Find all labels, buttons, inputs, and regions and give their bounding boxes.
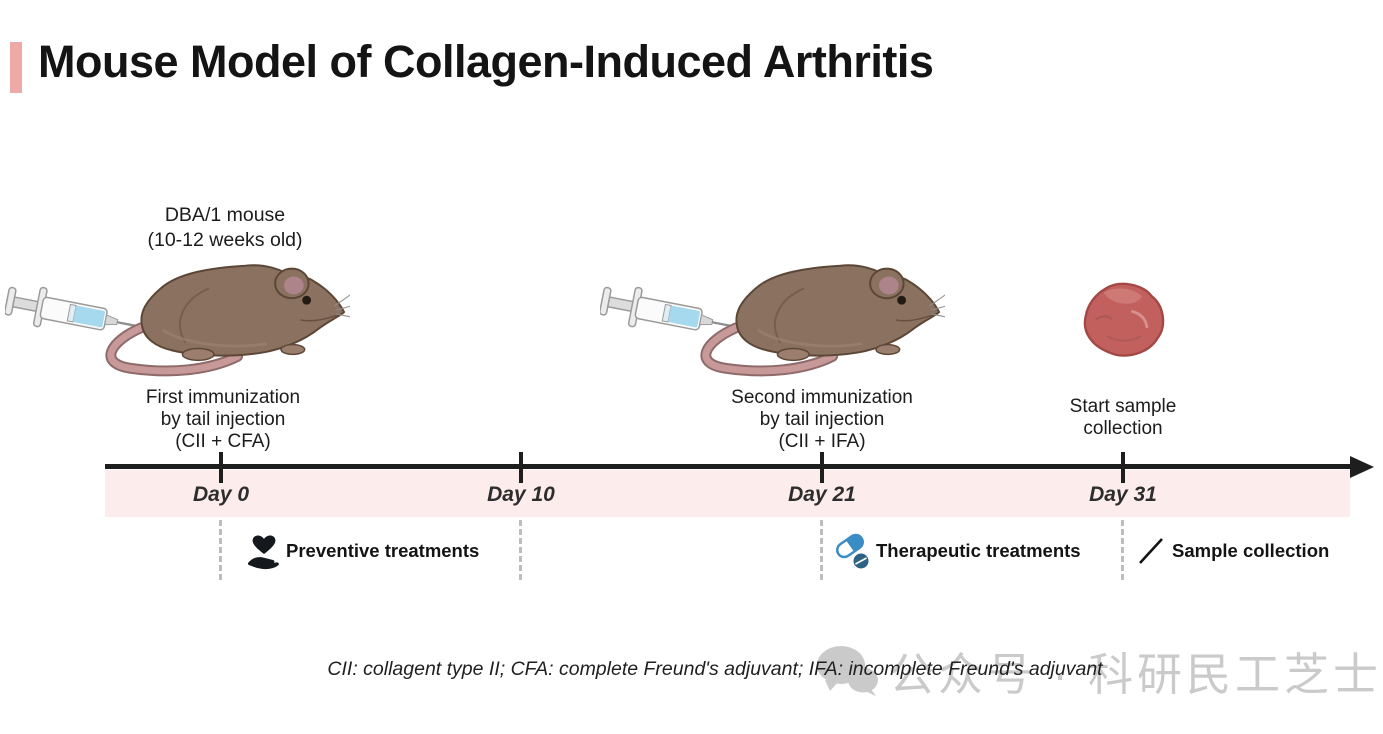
mouse-illustration-first bbox=[5, 250, 350, 380]
timeline-band bbox=[105, 470, 1350, 517]
timeline-tick-day0 bbox=[219, 452, 223, 483]
pills-icon bbox=[836, 533, 869, 569]
second-immunization-line3: (CII + IFA) bbox=[778, 431, 866, 452]
second-immunization-line2: by tail injection bbox=[759, 409, 885, 430]
legend-preventive-label: Preventive treatments bbox=[286, 540, 480, 561]
dashed-connector-day10 bbox=[519, 520, 522, 580]
second-immunization-caption: Second immunization by tail injection (C… bbox=[692, 387, 952, 453]
first-immunization-line2: by tail injection bbox=[160, 409, 286, 430]
watermark-text: 公众号 · 科研民工芝士草莓 bbox=[889, 649, 1383, 700]
heart-in-hand-icon bbox=[248, 535, 279, 570]
timeline-tick-day31 bbox=[1121, 452, 1125, 483]
legend-sample-label: Sample collection bbox=[1172, 540, 1330, 561]
mouse-strain-line1: DBA/1 mouse bbox=[164, 204, 286, 226]
sample-caption-line2: collection bbox=[1083, 418, 1163, 439]
watermark: 公众号 · 科研民工芝士草莓 bbox=[815, 638, 1383, 703]
slash-icon bbox=[1139, 538, 1163, 564]
dashed-connector-day21 bbox=[820, 520, 823, 580]
abbreviation-footnote: CII: collagent type II; CFA: complete Fr… bbox=[327, 658, 1103, 680]
day-label-10: Day 10 bbox=[487, 483, 555, 506]
mouse-strain-line2: (10-12 weeks old) bbox=[147, 229, 303, 251]
dashed-connector-day31 bbox=[1121, 520, 1124, 580]
first-immunization-line3: (CII + CFA) bbox=[175, 431, 271, 452]
timeline-arrowhead-icon bbox=[1350, 456, 1374, 478]
timeline-axis bbox=[105, 464, 1352, 469]
sample-collection-caption: Start sample collection bbox=[1003, 396, 1243, 440]
day-label-31: Day 31 bbox=[1089, 483, 1157, 506]
dashed-connector-day0 bbox=[219, 520, 222, 580]
mouse-illustration-second bbox=[600, 250, 945, 380]
legend-therapeutic-label: Therapeutic treatments bbox=[876, 540, 1081, 561]
second-immunization-line1: Second immunization bbox=[731, 387, 913, 408]
day-label-21: Day 21 bbox=[788, 483, 856, 506]
page-title: Mouse Model of Collagen-Induced Arthriti… bbox=[38, 36, 934, 87]
first-immunization-line1: First immunization bbox=[145, 387, 301, 408]
first-immunization-caption: First immunization by tail injection (CI… bbox=[93, 387, 353, 453]
mouse-strain-label: DBA/1 mouse (10-12 weeks old) bbox=[95, 203, 355, 253]
timeline-tick-day21 bbox=[820, 452, 824, 483]
wechat-icon bbox=[817, 645, 878, 696]
title-accent-bar bbox=[10, 42, 22, 93]
day-label-0: Day 0 bbox=[192, 483, 250, 506]
sample-tissue-icon bbox=[1083, 282, 1165, 357]
sample-caption-line1: Start sample bbox=[1069, 396, 1177, 417]
timeline-tick-day10 bbox=[519, 452, 523, 483]
